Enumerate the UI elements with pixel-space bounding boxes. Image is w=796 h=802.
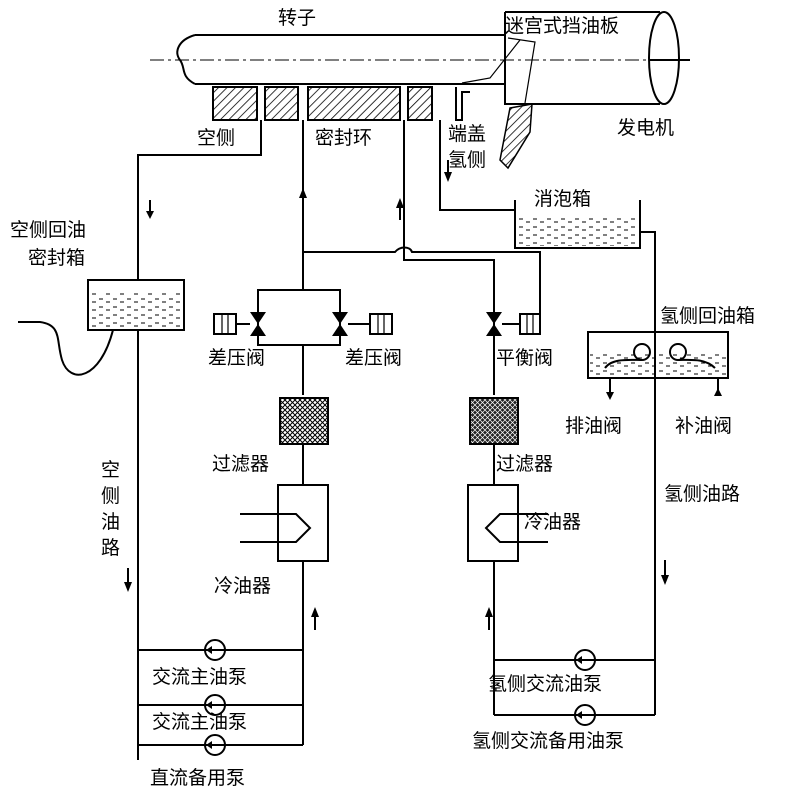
cooler-left (240, 484, 329, 562)
label-balance-valve: 平衡阀 (496, 347, 553, 369)
air-return-seal-box (18, 279, 185, 376)
label-hydrogen-side: 氢侧 (448, 149, 486, 171)
label-makeup-valve: 补油阀 (675, 415, 732, 437)
label-air-path-2: 侧 (101, 485, 120, 507)
label-h2-return-tank: 氢侧回油箱 (660, 305, 755, 327)
label-diff-valve-right: 差压阀 (345, 347, 402, 369)
label-rotor: 转子 (278, 7, 316, 29)
label-air-path-4: 路 (101, 537, 120, 559)
label-seal-ring: 密封环 (315, 127, 372, 149)
filter-left (279, 397, 329, 445)
label-filter-left: 过滤器 (212, 453, 269, 475)
air-side-pipes (137, 120, 262, 760)
end-cover (455, 87, 533, 170)
label-generator: 发电机 (617, 117, 674, 139)
label-h2-ac-pump: 氢侧交流油泵 (488, 673, 602, 695)
label-ac-main-pump-1: 交流主油泵 (152, 666, 247, 688)
flow-arrows-upper (299, 160, 452, 220)
filter-right (469, 397, 519, 445)
label-air-path-3: 油 (101, 511, 120, 533)
label-ac-main-pump-2: 交流主油泵 (152, 711, 247, 733)
label-air-path-1: 空 (101, 459, 120, 481)
label-air-side: 空侧 (197, 127, 235, 149)
label-air-return-2: 密封箱 (28, 247, 85, 269)
label-h2-ac-backup-pump: 氢侧交流备用油泵 (472, 730, 624, 752)
air-pump-loop (138, 639, 304, 756)
labyrinth-pointer (507, 37, 536, 104)
labyrinth-pointer-2 (461, 39, 521, 84)
diff-valve-loop (213, 289, 393, 395)
label-drain-valve: 排油阀 (565, 415, 622, 437)
defoam-tank (514, 200, 656, 660)
label-h2-path: 氢侧油路 (664, 483, 740, 505)
label-dc-backup-pump: 直流备用泵 (150, 767, 245, 789)
seal-housings (212, 86, 433, 121)
label-defoam-tank: 消泡箱 (534, 188, 591, 210)
balance-valve (486, 300, 541, 395)
rotor-shaft (150, 34, 690, 85)
generator-body (504, 11, 690, 105)
label-end-cover: 端盖 (448, 123, 486, 145)
h2-return-tank (587, 331, 729, 400)
label-air-return-1: 空侧回油 (10, 219, 86, 241)
label-cooler-left: 冷油器 (214, 575, 271, 597)
label-labyrinth-baffle: 迷宫式挡油板 (505, 15, 619, 37)
label-filter-right: 过滤器 (496, 453, 553, 475)
flow-arrows-lower (124, 560, 669, 630)
h2-pump-loop (493, 649, 656, 726)
label-diff-valve-left: 差压阀 (208, 347, 265, 369)
label-cooler-right: 冷油器 (524, 511, 581, 533)
